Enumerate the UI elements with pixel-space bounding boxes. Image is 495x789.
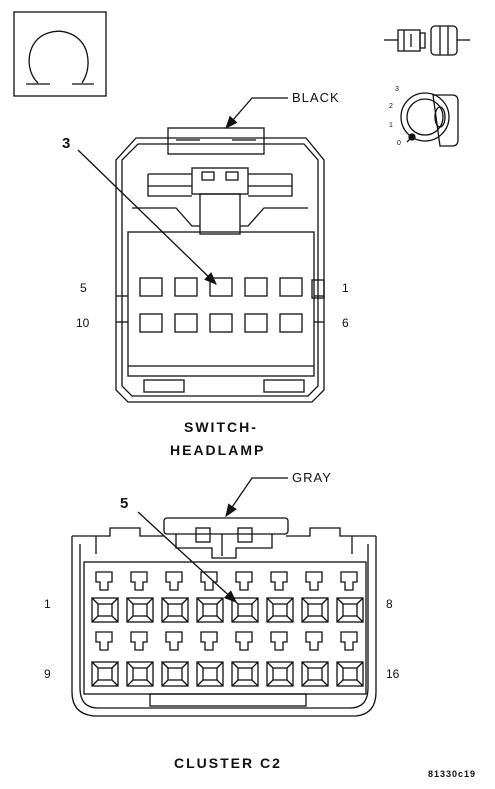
switch-name-line2: HEADLAMP: [170, 442, 266, 458]
switch-pin-label-top-left: 5: [80, 281, 87, 295]
cluster-name: CLUSTER C2: [174, 755, 282, 771]
switch-color-label: BLACK: [292, 90, 340, 105]
cluster-pin-cavity: [161, 631, 189, 687]
cluster-callout-number: 5: [120, 495, 129, 512]
cluster-color-label: GRAY: [292, 470, 332, 485]
cluster-pin-cavity: [196, 631, 224, 687]
cluster-pin-cavity: [126, 571, 154, 623]
callout-3-arrow: [77, 149, 217, 285]
cluster-pin-label-top-right: 8: [386, 597, 393, 611]
switch-pin-label-bottom-left: 10: [76, 316, 90, 330]
cluster-pin-label-top-left: 1: [44, 597, 51, 611]
switch-pin-label-bottom-right: 6: [342, 316, 349, 330]
callout-5-arrow: [137, 511, 237, 603]
switch-callout-number: 3: [62, 135, 71, 152]
connector-plug-icon: [384, 25, 470, 56]
cluster-pin-cavity: [336, 631, 364, 687]
ignition-position-2: 2: [389, 103, 393, 110]
view-from-terminal-end-icon: [13, 11, 107, 97]
black-leader-line: [225, 97, 288, 129]
cluster-pin-cavity: [231, 571, 259, 623]
switch-headlamp-connector: [115, 127, 325, 403]
switch-pin-label-top-right: 1: [342, 281, 349, 295]
cluster-pin-cavity: [196, 571, 224, 623]
cluster-pin-cavity: [266, 631, 294, 687]
ignition-position-3: 3: [395, 86, 399, 93]
cluster-pin-label-bottom-right: 16: [386, 667, 400, 681]
cluster-pin-cavity: [126, 631, 154, 687]
gray-leader-line: [225, 477, 288, 518]
ignition-position-1: 1: [389, 122, 393, 129]
switch-name-line1: SWITCH-: [184, 419, 258, 435]
cluster-pin-cavity: [91, 631, 119, 687]
figure-code: 81330c19: [428, 769, 477, 779]
ignition-position-0: 0: [397, 140, 401, 147]
cluster-pin-cavity: [301, 571, 329, 623]
cluster-pin-cavity: [161, 571, 189, 623]
ignition-key-icon: [400, 92, 459, 147]
cluster-pin-cavity: [266, 571, 294, 623]
cluster-pin-cavity: [301, 631, 329, 687]
cluster-pin-cavity: [336, 571, 364, 623]
cluster-pin-label-bottom-left: 9: [44, 667, 51, 681]
cluster-pin-cavity: [231, 631, 259, 687]
cluster-c2-connector: [71, 517, 377, 717]
cluster-pin-cavity: [91, 571, 119, 623]
